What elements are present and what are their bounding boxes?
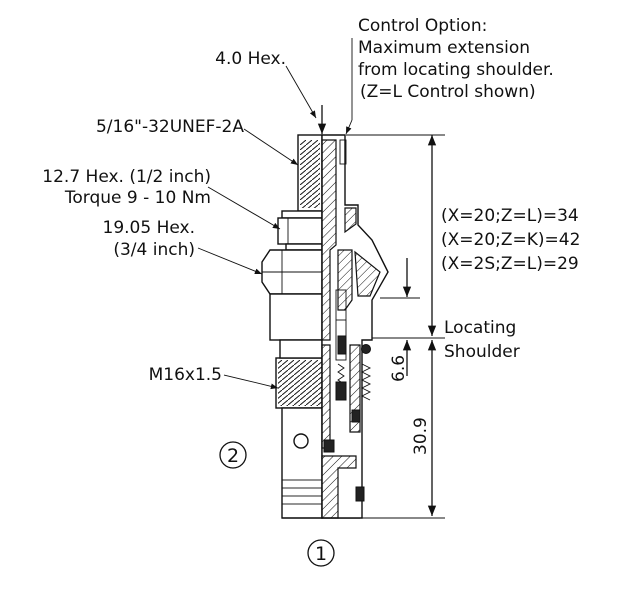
extension-x2s-zl: (X=2S;Z=L)=29	[441, 254, 579, 274]
dimension-lines	[346, 134, 445, 519]
o-ring-upper	[361, 344, 371, 354]
section-hatch-hex	[337, 249, 353, 311]
port-2-label: 2	[227, 445, 239, 467]
thread-label: 5/16"-32UNEF-2A	[96, 117, 244, 137]
large-hex-inch-label: (3/4 inch)	[113, 240, 195, 260]
dim-6-6: 6.6	[389, 355, 409, 382]
control-option-line1: Control Option:	[358, 16, 487, 36]
control-option-line3: from locating shoulder.	[358, 60, 554, 80]
small-hex-label: 12.7 Hex. (1/2 inch)	[42, 167, 211, 187]
hex-4-label: 4.0 Hex.	[215, 49, 286, 69]
port-1-circle	[307, 539, 335, 567]
small-hex-top	[281, 210, 323, 219]
dim-30-9: 30.9	[411, 417, 431, 455]
port-markers: 2 1	[219, 441, 335, 567]
upper-collar	[269, 293, 323, 341]
control-option-line2: Maximum extension	[358, 38, 530, 58]
small-hex-nut	[277, 217, 323, 245]
o-ring-lower	[355, 486, 365, 502]
side-port	[293, 433, 309, 449]
leader-lines	[197, 38, 442, 390]
control-option-line4: (Z=L Control shown)	[360, 82, 536, 102]
leader-4hex	[285, 65, 317, 119]
section-hatch-stem	[321, 139, 337, 341]
extension-x20-zl: (X=20;Z=L)=34	[441, 206, 579, 226]
leader-thread	[243, 128, 299, 166]
callouts: Control Option: Maximum extension from l…	[42, 16, 580, 455]
section-hatch-body	[321, 344, 331, 449]
valve-section	[321, 134, 389, 519]
port-1-label: 1	[315, 543, 327, 565]
stem-thread	[300, 140, 320, 208]
lower-cage	[281, 407, 323, 519]
torque-label: Torque 9 - 10 Nm	[64, 188, 211, 208]
leader-m16	[223, 374, 279, 390]
large-hex-label: 19.05 Hex.	[103, 218, 195, 238]
section-hatch-nose	[321, 455, 357, 519]
extension-x20-zk: (X=20;Z=K)=42	[441, 230, 580, 250]
leader-large-hex	[197, 247, 263, 275]
locating-shoulder-line1: Locating	[444, 318, 516, 338]
locating-shoulder-line2: Shoulder	[444, 342, 520, 362]
port-2-circle	[219, 441, 247, 469]
m16-label: M16x1.5	[149, 365, 222, 385]
leader-small-hex	[207, 186, 281, 230]
